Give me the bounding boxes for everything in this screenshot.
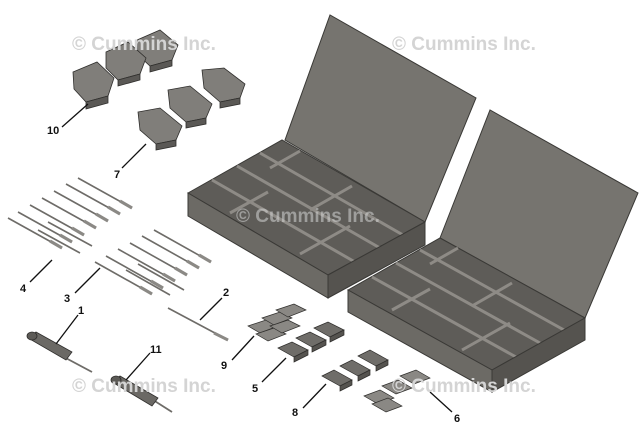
terminal-pin-tips-group-3 bbox=[139, 253, 212, 296]
removal-tool-11 bbox=[110, 375, 173, 413]
callout-label: 11 bbox=[150, 344, 162, 356]
connector-housing-f bbox=[137, 107, 183, 151]
callout-label: 6 bbox=[454, 413, 460, 425]
connector-housings bbox=[72, 29, 246, 151]
callout-label: 5 bbox=[252, 383, 258, 395]
small-parts-group-6 bbox=[363, 369, 431, 413]
callout-label: 2 bbox=[223, 287, 229, 299]
callout-label: 8 bbox=[292, 407, 298, 419]
storage-tray-lower bbox=[346, 109, 639, 393]
removal-tool-1 bbox=[26, 331, 93, 373]
callout-label: 10 bbox=[47, 125, 59, 137]
small-parts-group-8 bbox=[321, 349, 389, 392]
callout-label: 9 bbox=[221, 360, 227, 372]
small-parts-group-5 bbox=[277, 321, 345, 363]
tray-dividers bbox=[211, 149, 404, 264]
terminal-pin-tips-group-4 bbox=[49, 199, 133, 250]
connector-housing-d bbox=[201, 67, 246, 109]
tray-side-wall bbox=[491, 317, 586, 393]
terminal-pins-group-3 bbox=[94, 229, 212, 296]
small-parts-group-9 bbox=[247, 303, 307, 342]
connector-housing-c bbox=[72, 61, 115, 110]
tray-dividers bbox=[371, 246, 565, 359]
connector-housing-e bbox=[167, 85, 213, 129]
single-terminal-pin bbox=[167, 307, 229, 342]
callout-label: 7 bbox=[114, 169, 120, 181]
copyright-watermark: © Cummins Inc. bbox=[236, 206, 380, 227]
copyright-watermark: © Cummins Inc. bbox=[392, 376, 536, 397]
connector-housing-b bbox=[105, 41, 147, 87]
callout-label: 3 bbox=[64, 293, 70, 305]
copyright-watermark: © Cummins Inc. bbox=[72, 376, 216, 397]
storage-tray-upper bbox=[186, 14, 477, 299]
leader-lines bbox=[29, 103, 453, 413]
copyright-watermark: © Cummins Inc. bbox=[72, 34, 216, 55]
callout-labels: 10 7 4 3 2 1 11 9 5 8 6 bbox=[20, 125, 460, 425]
callout-label: 1 bbox=[78, 305, 84, 317]
copyright-watermark: © Cummins Inc. bbox=[392, 34, 536, 55]
callout-label: 4 bbox=[20, 283, 27, 295]
tray-side-wall bbox=[327, 221, 426, 299]
